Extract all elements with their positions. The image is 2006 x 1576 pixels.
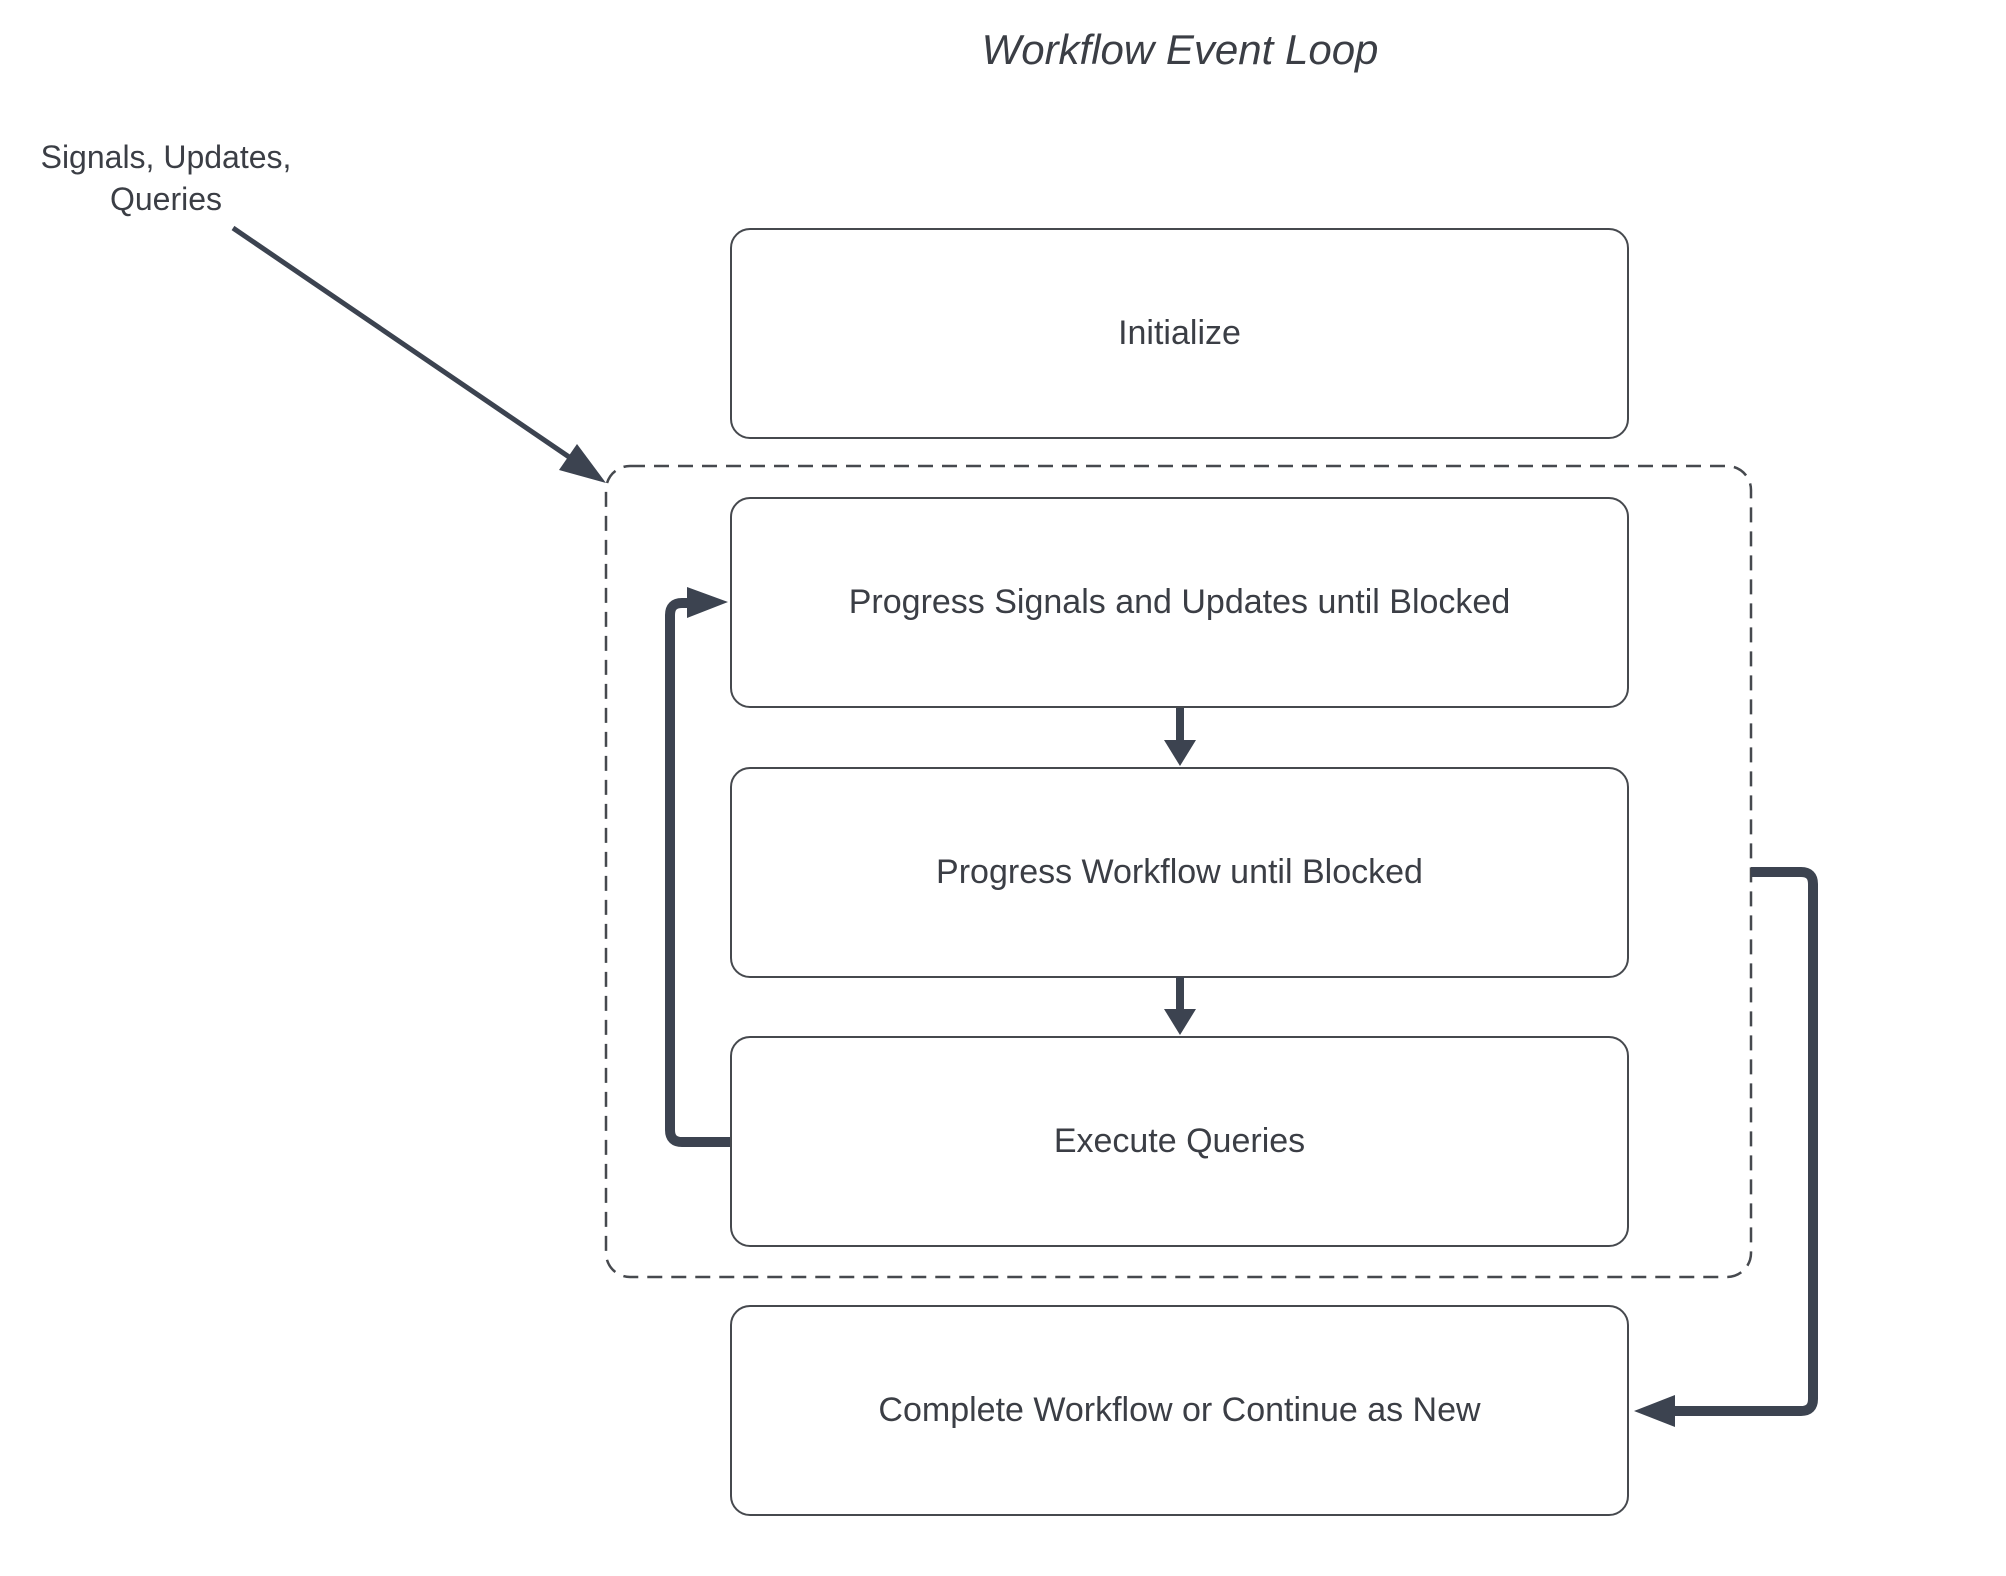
annotation-line-2: Queries — [109, 181, 223, 218]
exit-arrowhead-icon — [1634, 1395, 1675, 1427]
node-progress-workflow-label: Progress Workflow until Blocked — [936, 853, 1423, 891]
signals-arrowhead-icon — [559, 444, 606, 483]
node-progress-signals: Progress Signals and Updates until Block… — [730, 497, 1629, 708]
node-progress-signals-label: Progress Signals and Updates until Block… — [848, 583, 1511, 621]
signals-arrow — [231, 225, 606, 483]
down-arrowhead-2-icon — [1164, 1009, 1196, 1035]
signals-updates-queries-annotation: Signals, Updates, Queries — [10, 136, 322, 220]
exit-connector — [1634, 867, 1818, 1427]
annotation-line-1: Signals, Updates, — [40, 139, 292, 175]
node-initialize-label: Initialize — [1118, 314, 1241, 352]
loop-back-connector — [665, 587, 730, 1147]
node-complete: Complete Workflow or Continue as New — [730, 1305, 1629, 1516]
diagram-title: Workflow Event Loop — [981, 26, 1379, 73]
node-execute-queries: Execute Queries — [730, 1036, 1629, 1247]
down-arrow-2 — [1164, 977, 1196, 1035]
node-progress-workflow: Progress Workflow until Blocked — [730, 767, 1629, 978]
node-execute-queries-label: Execute Queries — [1053, 1122, 1306, 1160]
node-complete-label: Complete Workflow or Continue as New — [878, 1391, 1481, 1429]
down-arrow-1 — [1164, 708, 1196, 766]
loop-back-arrowhead-icon — [687, 587, 728, 618]
node-initialize: Initialize — [730, 228, 1629, 439]
down-arrowhead-1-icon — [1164, 740, 1196, 766]
